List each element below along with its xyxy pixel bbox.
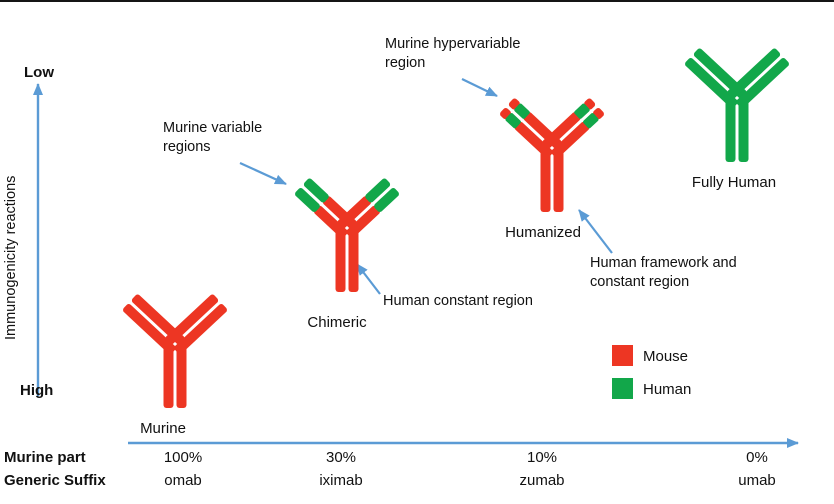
fully-human-antibody [685, 48, 789, 162]
generic-suffix-value: zumab [519, 472, 565, 489]
murine-label: Murine [140, 420, 186, 437]
chimeric-stem [348, 230, 359, 292]
human-framework-annotation: Human framework and constant region [590, 255, 737, 290]
murine-part-row-header: Murine part [4, 449, 86, 466]
generic-suffix-value: umab [738, 472, 776, 489]
variable-region-segment [295, 188, 320, 212]
murine-stem [176, 346, 187, 408]
murine-right-arm [165, 294, 227, 354]
variable-region-segment [303, 178, 329, 203]
humanized-antibody [500, 98, 604, 212]
chimeric-antibody [295, 178, 399, 292]
murine-part-value: 10% [526, 449, 558, 466]
fully-human-label: Fully Human [691, 174, 777, 191]
murine-stem [163, 346, 174, 408]
murine-part-value: 30% [325, 449, 357, 466]
hypervariable-region-segment [574, 103, 590, 119]
chimeric-label: Chimeric [307, 314, 367, 331]
variable-region-segment [374, 188, 399, 212]
legend-mouse-swatch [612, 345, 633, 366]
generic-suffix-value: omab [164, 472, 202, 489]
murine-part-value: 0% [746, 449, 768, 466]
human-constant-annotation: Human constant region [383, 293, 533, 309]
legend-human-swatch [612, 378, 633, 399]
humanized-label: Humanized [505, 224, 581, 241]
chimeric-right-arm [337, 178, 399, 238]
generic-suffix-value: iximab [319, 472, 363, 489]
variable-region-segment [365, 178, 391, 203]
humanized-stem [553, 150, 564, 212]
y-axis-high-label: High [20, 382, 54, 399]
generic-suffix-row-header: Generic Suffix [4, 472, 106, 489]
humanized-right-arm [542, 98, 604, 158]
murine-hypervariable-annotation: Murine hypervariable region [385, 36, 521, 71]
murine-part-value: 100% [163, 449, 203, 466]
hypervariable-region-segment [514, 103, 530, 119]
fully-human-stem [725, 100, 736, 162]
fully-human-right-arm [727, 48, 789, 108]
chimeric-stem [335, 230, 346, 292]
murine-variable-annotation: Murine variable regions [163, 120, 263, 155]
humanized-stem [540, 150, 551, 212]
y-axis-low-label: Low [24, 64, 54, 81]
murine-antibody [123, 294, 227, 408]
legend-mouse-label: Mouse [643, 348, 689, 365]
legend-human-label: Human [643, 381, 692, 398]
fully-human-stem [738, 100, 749, 162]
hypervariable-region-segment [505, 113, 521, 129]
y-axis-title: Immunogenicity reactions [3, 175, 19, 340]
hypervariable-region-segment [583, 113, 599, 129]
